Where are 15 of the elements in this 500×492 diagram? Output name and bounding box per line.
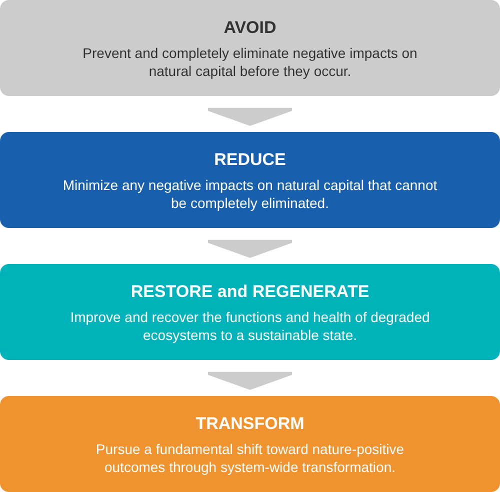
down-arrow (208, 108, 292, 126)
step-box (0, 132, 500, 228)
step-title: AVOID (224, 18, 276, 38)
step-description: Minimize any negative impacts on natural capital that cannot be completely eliminated. (62, 176, 438, 212)
step-description: Improve and recover the functions and health of degraded ecosystems to a sustainable state. (69, 308, 431, 344)
step-box (0, 264, 500, 360)
step-title: REDUCE (214, 150, 286, 170)
step-box (0, 396, 500, 492)
step-description: Pursue a fundamental shift toward nature-positive outcomes through system-wide transformation. (94, 440, 406, 476)
down-arrow (208, 240, 292, 258)
down-arrow (208, 372, 292, 390)
step-title: RESTORE and REGENERATE (130, 282, 370, 302)
step-box (0, 0, 500, 96)
step-title: TRANSFORM (196, 414, 304, 434)
step-description: Prevent and completely eliminate negative impacts on natural capital before they occur. (82, 44, 418, 80)
